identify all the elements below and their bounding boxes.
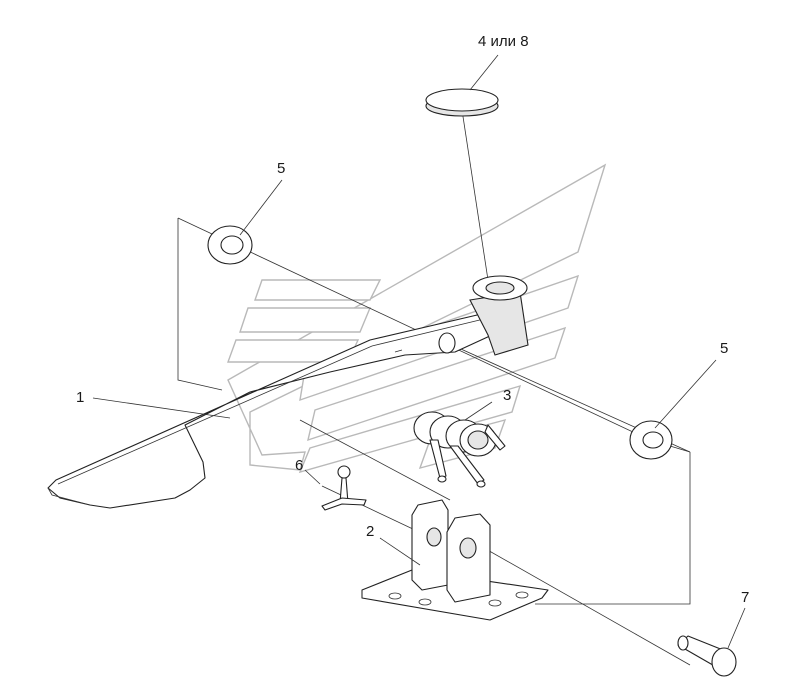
part-6-pin: [321, 465, 367, 511]
part-1-pedal-lever: [47, 275, 529, 509]
callout-3: 3: [503, 387, 511, 404]
leader-lines: [92, 54, 746, 649]
part-4-or-8-cap: [425, 88, 499, 117]
callout-labels: 1 2 3 4 или 8 5 5 6 7: [76, 33, 749, 606]
assembly-axis-lines: [177, 109, 691, 666]
part-5-washer-left: [207, 225, 253, 265]
part-3-torsion-spring: [413, 411, 506, 488]
callout-2: 2: [366, 523, 374, 540]
part-7-axle: [677, 635, 737, 677]
part-2-bracket: [361, 499, 549, 621]
callout-6: 6: [295, 457, 303, 474]
callout-1: 1: [76, 389, 84, 406]
callout-4-or-8: 4 или 8: [478, 33, 529, 50]
part-5-washer-right: [629, 420, 673, 460]
callout-5-right: 5: [720, 340, 728, 357]
callout-7: 7: [741, 589, 749, 606]
callout-5-left: 5: [277, 160, 285, 177]
